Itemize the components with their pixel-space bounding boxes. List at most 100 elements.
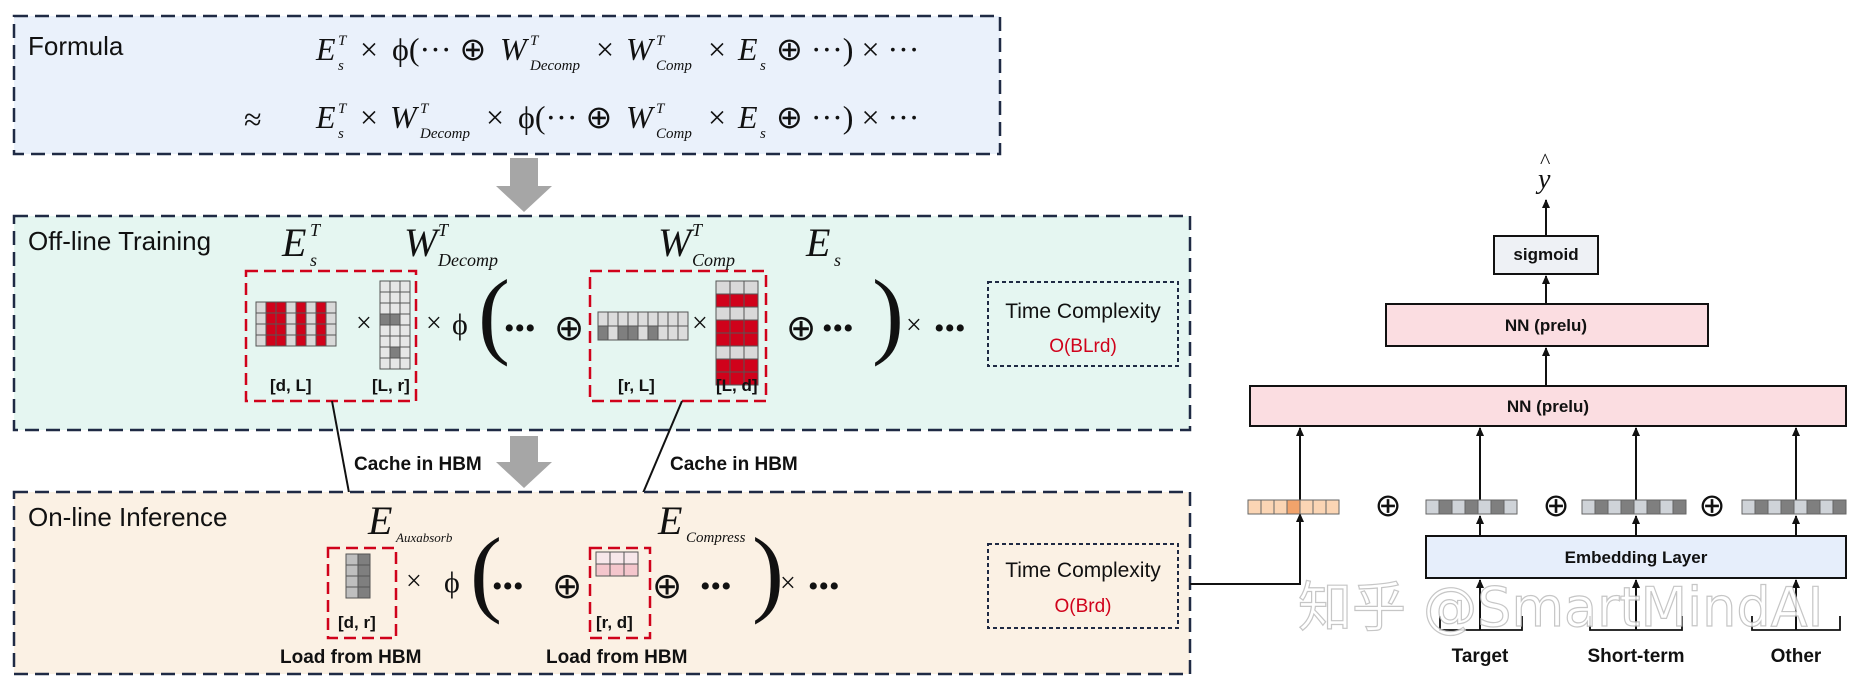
matrix-cell — [389, 335, 401, 348]
embedding-layer-box — [1425, 535, 1847, 579]
compress-group — [588, 546, 652, 640]
oplus-op: ⊕ — [552, 566, 582, 606]
dim-L-d: [L, d] — [716, 376, 758, 395]
input-other: Other — [1771, 646, 1822, 667]
feature-cell — [1767, 499, 1782, 515]
svg-text:Auxabsorb: Auxabsorb — [395, 530, 453, 545]
matrix-cell — [647, 311, 659, 327]
svg-text:Decomp: Decomp — [419, 126, 470, 142]
load-right-label: Load from HBM — [546, 647, 687, 668]
matrix-cell — [743, 280, 759, 295]
svg-text:×: × — [708, 31, 726, 67]
matrix-cell — [275, 334, 287, 347]
down-arrow-icon — [496, 436, 552, 488]
feature-cell — [1806, 499, 1821, 515]
nn-top-label: NN (prelu) — [1505, 316, 1587, 335]
matrix-cell — [609, 551, 625, 565]
input-bracket — [1751, 616, 1841, 631]
svg-text:s: s — [760, 58, 766, 74]
online-matrix-labels: E Auxabsorb E Compress — [367, 498, 746, 546]
svg-text:≈: ≈ — [244, 101, 262, 137]
feature-cell — [1754, 499, 1769, 515]
matrix-cell — [399, 324, 411, 337]
matrix-cell — [345, 564, 359, 577]
svg-text:s: s — [338, 126, 344, 142]
comp-group — [588, 269, 768, 403]
svg-text:E: E — [657, 498, 682, 543]
svg-text:×: × — [708, 99, 726, 135]
svg-text:T: T — [310, 220, 322, 240]
svg-text:W: W — [658, 220, 695, 265]
offline-matrix-labels: E s T W Decomp T W Comp T E s — [281, 220, 841, 270]
matrix-cell — [379, 346, 391, 359]
times-op: × — [356, 308, 372, 339]
feature-cell — [1633, 499, 1648, 515]
matrix-cell — [743, 306, 759, 321]
matrix-cell — [345, 553, 359, 566]
matrix-cell — [627, 325, 639, 341]
online-complexity-box — [987, 543, 1179, 629]
matrix-cell — [729, 306, 745, 321]
matrix-cell — [315, 312, 327, 325]
online-to-network-connector — [1190, 513, 1304, 585]
feature-cell — [1793, 499, 1808, 515]
matrix-cell — [389, 346, 401, 359]
svg-text:Decomp: Decomp — [529, 58, 580, 74]
matrix-cell — [265, 323, 277, 336]
matrix-cell — [379, 291, 391, 304]
matrix-cell — [255, 312, 267, 325]
matrix-cell — [743, 319, 759, 334]
phi-op: ϕ — [452, 308, 468, 341]
matrix-cell — [265, 312, 277, 325]
left-paren: ( — [478, 260, 510, 367]
input-bracket — [1589, 616, 1683, 631]
dots: ••• — [822, 312, 854, 345]
matrix-cell — [743, 293, 759, 308]
matrix-cell — [255, 323, 267, 336]
svg-text:⊕ ···) × ···: ⊕ ···) × ··· — [776, 31, 919, 67]
feature-cell — [1607, 499, 1622, 515]
svg-text:E: E — [281, 220, 306, 265]
matrix-cell — [345, 575, 359, 588]
formula-line-1: E s T × ϕ(··· ⊕ W Decomp T × W Comp T × … — [315, 31, 919, 74]
feature-cell — [1260, 499, 1275, 515]
feature-cell — [1490, 499, 1505, 515]
matrix-cell — [399, 346, 411, 359]
matrix-cell — [325, 312, 337, 325]
dim-d-r: [d, r] — [338, 613, 376, 632]
matrix-cell — [295, 334, 307, 347]
matrix-cell — [743, 332, 759, 347]
cache-left-label: Cache in HBM — [354, 454, 482, 475]
matrix-ECompress — [595, 551, 639, 577]
matrix-cell — [389, 357, 401, 370]
nn-bottom-label: NN (prelu) — [1507, 397, 1589, 416]
load-left-label: Load from HBM — [280, 647, 421, 668]
svg-text:E: E — [737, 99, 758, 135]
matrix-cell — [325, 323, 337, 336]
matrix-EsT — [255, 301, 337, 347]
matrix-cell — [379, 335, 391, 348]
oplus-op: ⊕ — [1699, 487, 1726, 523]
matrix-cell — [379, 302, 391, 315]
matrix-cell — [399, 313, 411, 326]
online-complexity-label: Time Complexity — [1005, 559, 1161, 582]
left-paren: ( — [470, 518, 502, 625]
svg-text:W: W — [626, 99, 656, 135]
matrix-cell — [743, 371, 759, 386]
matrix-cell — [285, 301, 297, 314]
svg-text:T: T — [692, 220, 704, 240]
matrix-cell — [275, 323, 287, 336]
network: y ^ sigmoid NN (prelu) NN (prelu) ⊕ ⊕ ⊕ … — [1247, 148, 1847, 667]
matrix-cell — [617, 325, 629, 341]
feature-cell — [1425, 499, 1440, 515]
input-target: Target — [1452, 646, 1509, 667]
matrix-cell — [609, 563, 625, 577]
oplus-op: ⊕ — [554, 308, 584, 348]
matrix-cell — [597, 311, 609, 327]
matrix-cell — [345, 586, 359, 599]
matrix-cell — [357, 553, 371, 566]
svg-text:T: T — [438, 220, 450, 240]
matrix-cell — [275, 312, 287, 325]
right-paren: ) — [872, 260, 904, 367]
offline-panel: Off-line Training E s T W Decomp T W Com… — [12, 214, 1192, 432]
